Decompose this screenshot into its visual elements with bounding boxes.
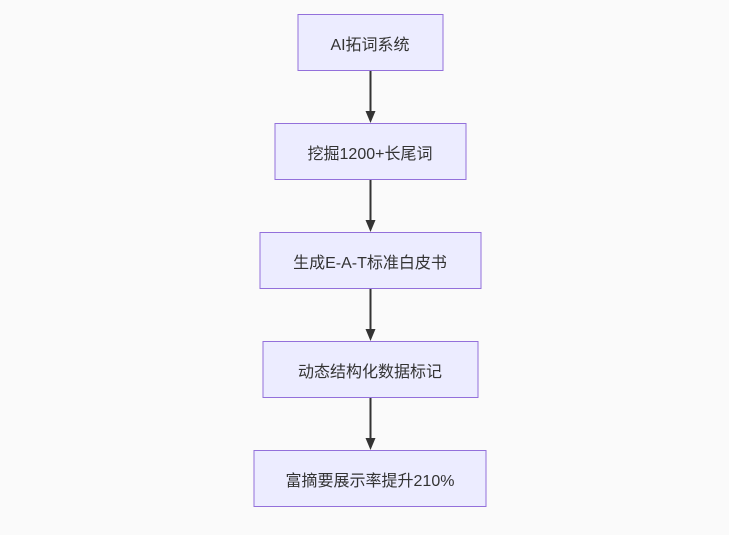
flow-node-ai-keyword-system: AI拓词系统	[297, 14, 443, 71]
flow-arrow-down-icon	[365, 398, 375, 450]
flow-node-label: AI拓词系统	[330, 36, 410, 54]
flowchart: AI拓词系统 挖掘1200+长尾词 生成E-A-T标准白皮书 动态结构化数据标记	[253, 14, 487, 507]
flow-node-label: 富摘要展示率提升210%	[285, 472, 455, 490]
flow-node-eat-whitepaper: 生成E-A-T标准白皮书	[259, 232, 481, 289]
flow-arrow-down-icon	[365, 71, 375, 123]
flow-node-label: 动态结构化数据标记	[297, 363, 442, 381]
flow-node-label: 生成E-A-T标准白皮书	[293, 254, 447, 272]
flow-arrow-down-icon	[365, 289, 375, 341]
flow-node-rich-snippet-result: 富摘要展示率提升210%	[253, 450, 487, 507]
flow-node-label: 挖掘1200+长尾词	[307, 145, 433, 163]
flow-node-structured-data-markup: 动态结构化数据标记	[262, 341, 478, 398]
flow-arrow-down-icon	[365, 180, 375, 232]
flow-node-longtail-mining: 挖掘1200+长尾词	[274, 123, 466, 180]
